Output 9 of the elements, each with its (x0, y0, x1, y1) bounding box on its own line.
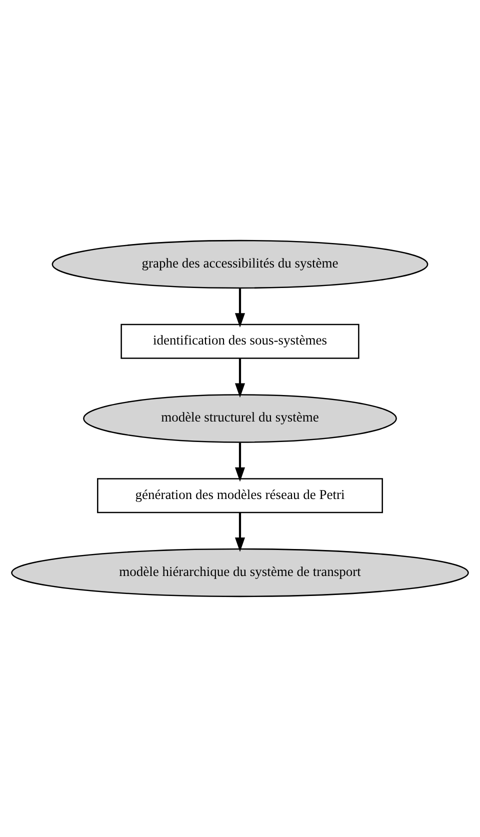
node-box: génération des modèles réseau de Petri (97, 478, 383, 514)
node-box: identification des sous-systèmes (120, 324, 360, 359)
node-ellipse: modèle hiérarchique du système de transport (11, 548, 469, 598)
node-ellipse: graphe des accessibilités du système (52, 240, 428, 289)
arrow (234, 358, 246, 398)
node-ellipse: modèle structurel du système (83, 394, 397, 443)
arrow (234, 512, 246, 552)
arrow (234, 288, 246, 328)
arrow (234, 442, 246, 482)
